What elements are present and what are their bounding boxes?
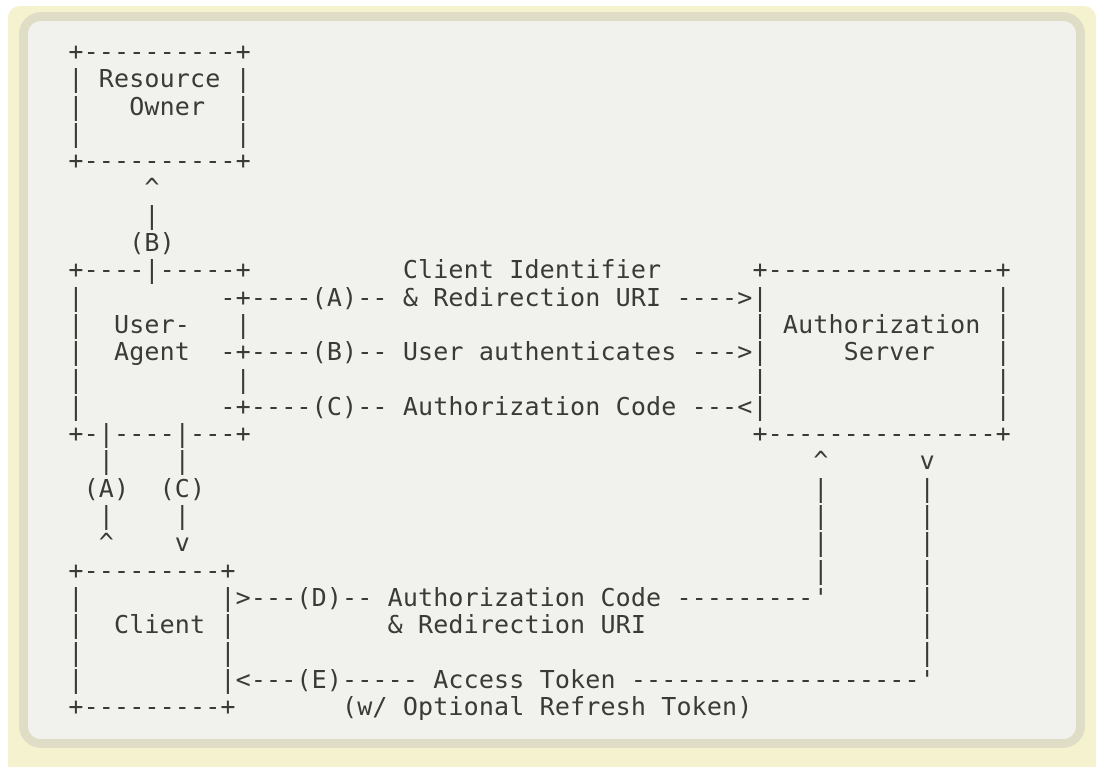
diagram-panel: +----------+ | Resource | | Owner | | | … — [19, 12, 1085, 748]
content-card: +----------+ | Resource | | Owner | | | … — [8, 6, 1096, 767]
oauth-flow-ascii-diagram: +----------+ | Resource | | Owner | | | … — [68, 37, 1011, 722]
